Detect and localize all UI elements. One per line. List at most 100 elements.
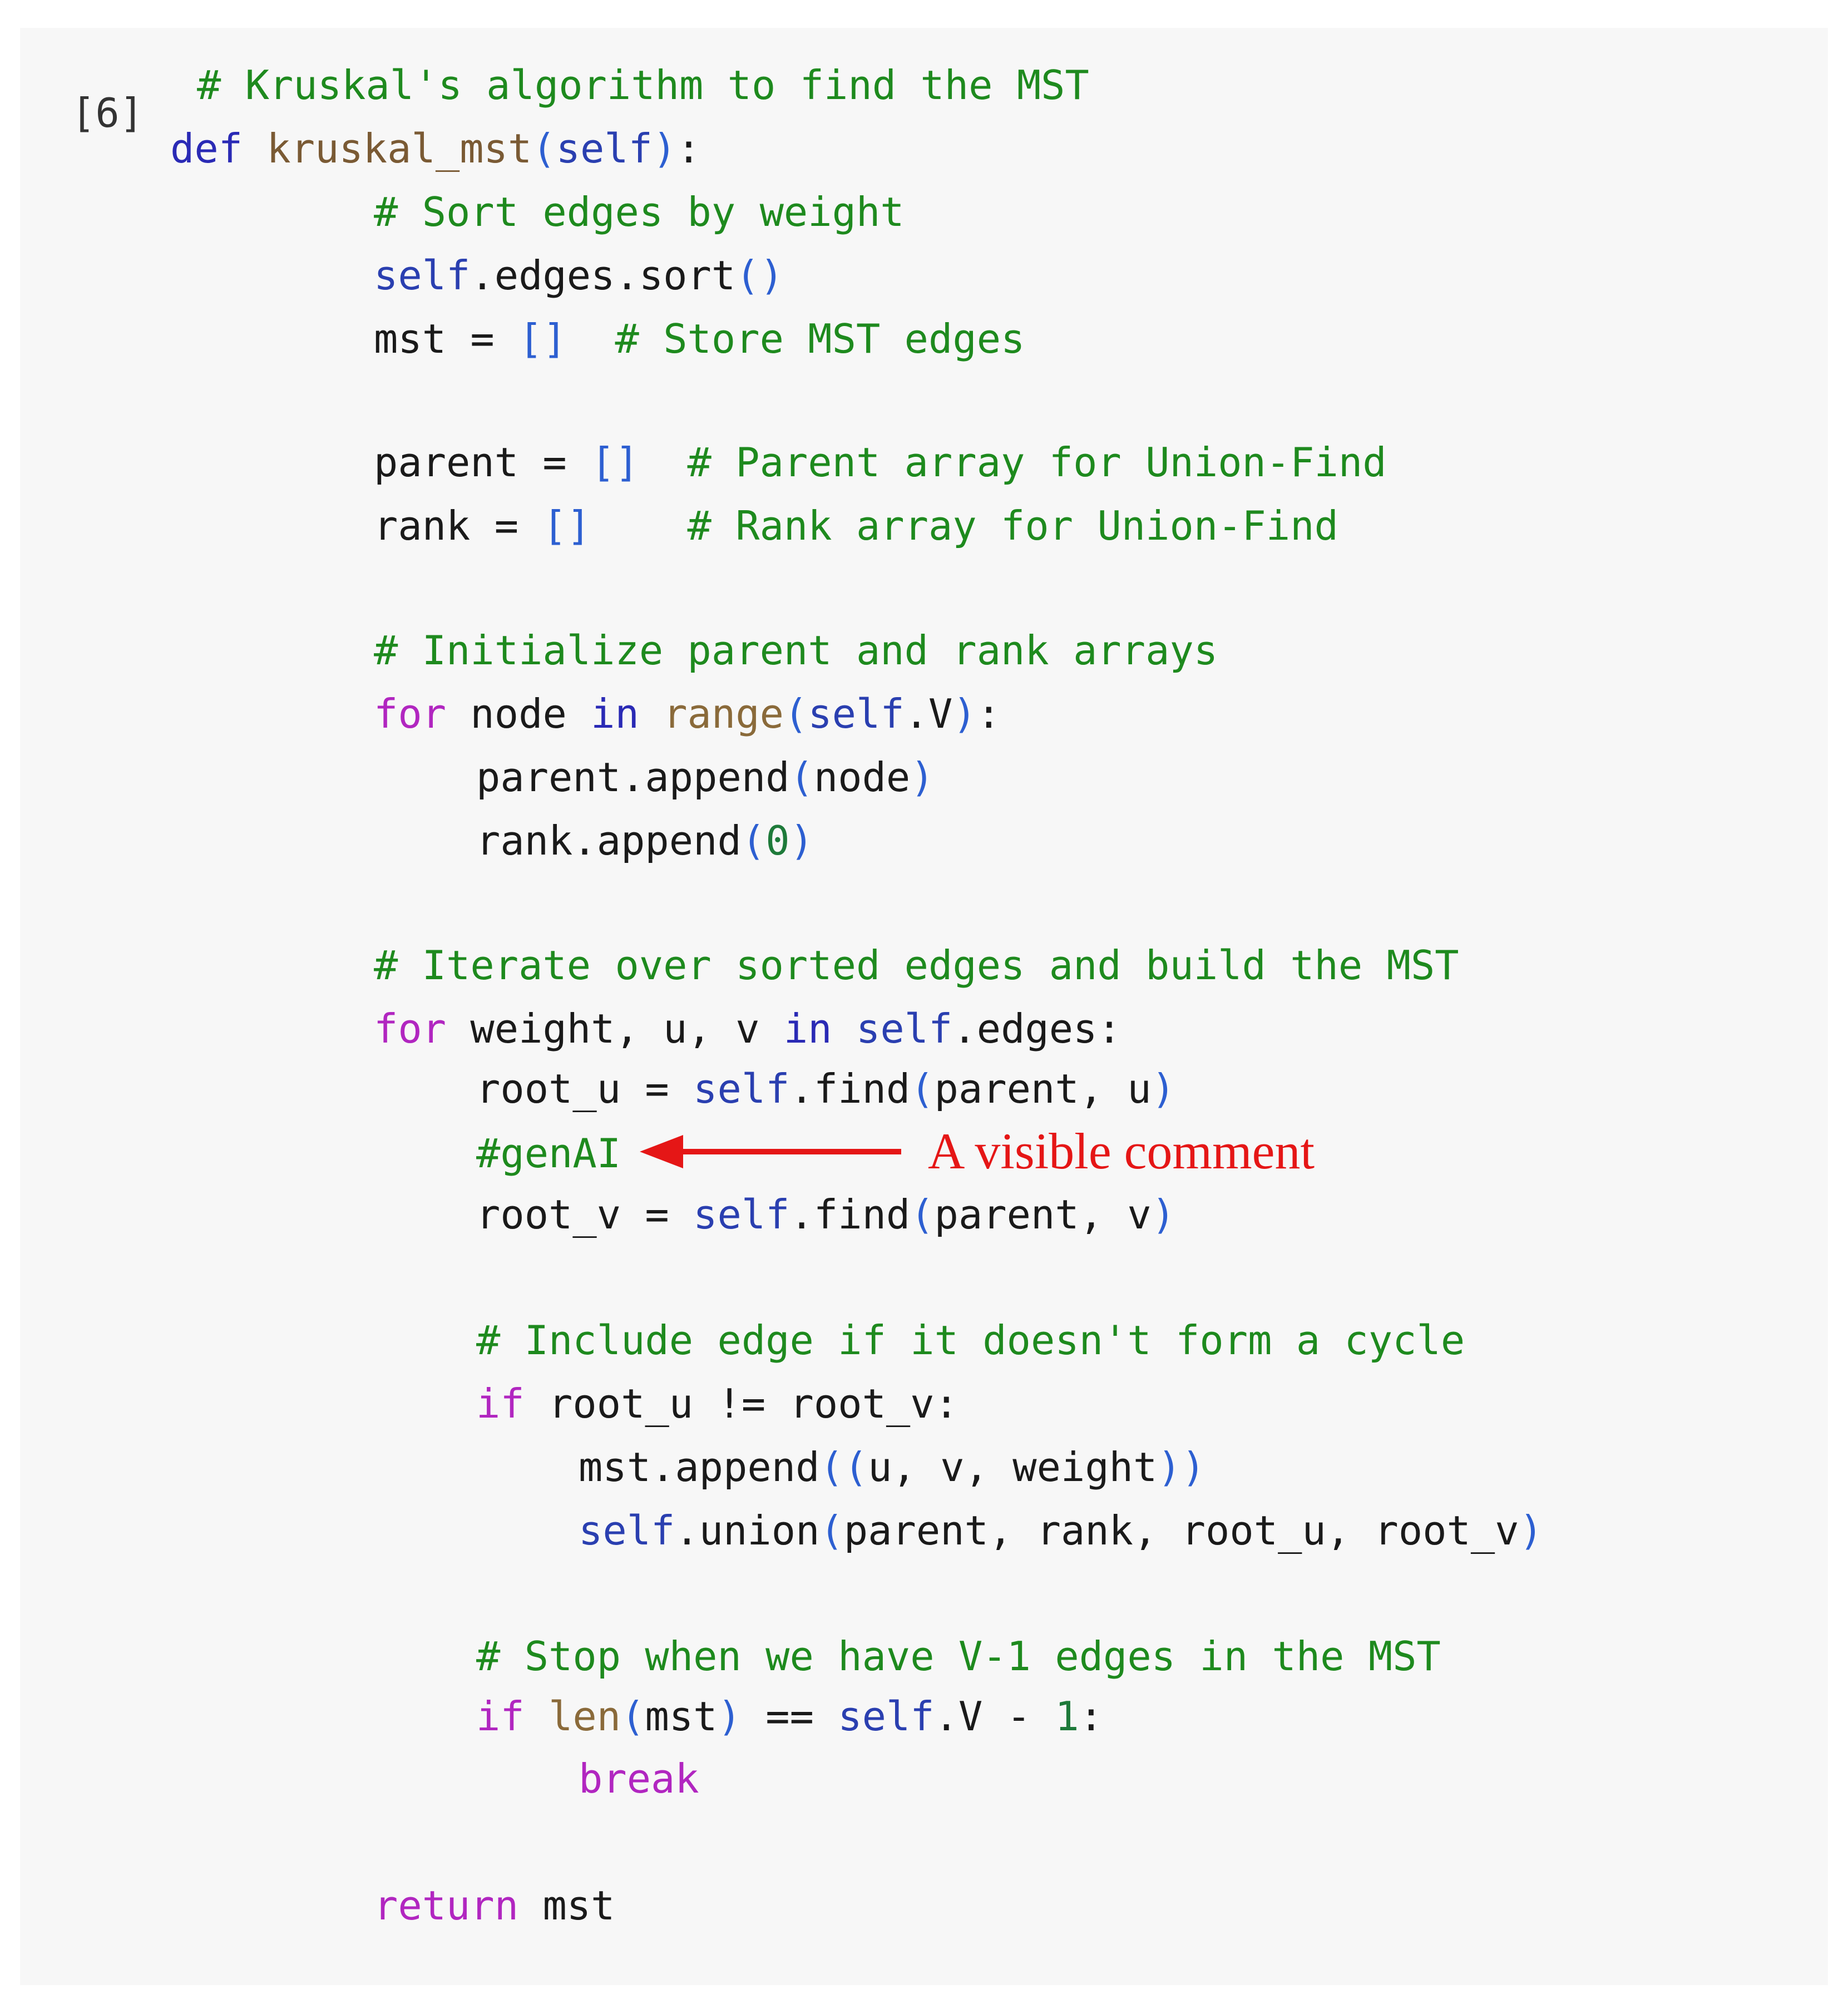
code-token: mst (645, 1693, 718, 1740)
code-token: in (591, 690, 639, 737)
code-token: ) (789, 817, 814, 864)
code-line: # Include edge if it doesn't form a cycl… (476, 1309, 1465, 1372)
code-token: node (446, 690, 591, 737)
code-comment: # Include edge if it doesn't form a cycl… (476, 1317, 1465, 1364)
code-comment: #genAI (476, 1130, 621, 1177)
code-token: ) (1151, 1065, 1176, 1112)
code-token: root_u = (476, 1065, 694, 1112)
code-token: ) (717, 1693, 742, 1740)
code-line: mst = [] # Store MST edges (374, 307, 1025, 371)
code-token: u, v, weight (868, 1444, 1158, 1490)
code-token: ( (783, 690, 808, 737)
code-token: def (170, 125, 243, 172)
code-token: : (676, 125, 701, 172)
code-token: self (838, 1693, 935, 1740)
code-token: parent, rank, root_u, root_v (843, 1507, 1519, 1554)
code-token: () (735, 252, 784, 299)
annotation-arrow-icon (640, 1135, 901, 1168)
code-line: break (579, 1747, 699, 1810)
code-token (567, 315, 615, 362)
code-token: [] (518, 315, 567, 362)
code-line: root_u = self.find(parent, u) (476, 1057, 1175, 1121)
code-token: .edges: (952, 1005, 1121, 1052)
code-cell[interactable]: [6] # Kruskal's algorithm to find the MS… (20, 28, 1828, 1985)
code-line: parent = [] # Parent array for Union-Fin… (374, 431, 1387, 494)
code-line: self.union(parent, rank, root_u, root_v) (579, 1499, 1543, 1562)
annotation-label: A visible comment (928, 1123, 1315, 1179)
code-token: weight, u, v (446, 1005, 784, 1052)
code-line: # Iterate over sorted edges and build th… (374, 934, 1459, 997)
code-comment: # Kruskal's algorithm to find the MST (197, 62, 1089, 108)
code-comment: # Parent array for Union-Find (687, 439, 1387, 486)
code-line: def kruskal_mst(self): (170, 117, 701, 180)
code-token: range (663, 690, 784, 737)
code-token: self (556, 125, 653, 172)
code-token: ) (652, 125, 677, 172)
code-token: .V (904, 690, 953, 737)
code-line: rank.append(0) (476, 809, 814, 872)
code-token: ( (789, 754, 814, 801)
code-token: root_u != root_v: (524, 1380, 958, 1427)
code-token: [] (591, 439, 639, 486)
code-token: break (579, 1755, 699, 1802)
code-comment: # Sort edges by weight (374, 189, 905, 235)
code-token: )) (1157, 1444, 1206, 1490)
code-token (639, 690, 663, 737)
code-token (243, 125, 266, 172)
code-token: ( (621, 1693, 645, 1740)
code-token: rank = (374, 502, 543, 549)
code-token: parent = (374, 439, 591, 486)
code-token: ) (952, 690, 977, 737)
code-token: ( (819, 1507, 844, 1554)
code-token: mst.append (579, 1444, 820, 1490)
code-line: rank = [] # Rank array for Union-Find (374, 494, 1338, 557)
code-token: (( (819, 1444, 868, 1490)
code-token: .edges.sort (470, 252, 736, 299)
code-token: ( (532, 125, 556, 172)
code-token: ) (1519, 1507, 1543, 1554)
code-line: parent.append(node) (476, 746, 935, 809)
code-token: 0 (765, 817, 790, 864)
code-token: parent, u (934, 1065, 1152, 1112)
code-line: for weight, u, v in self.edges: (374, 997, 1121, 1060)
code-token: == (741, 1693, 838, 1740)
code-line: # Initialize parent and rank arrays (374, 619, 1218, 682)
code-token: kruskal_mst (266, 125, 532, 172)
code-token (591, 502, 687, 549)
code-token: : (976, 690, 1001, 737)
code-token: in (783, 1005, 832, 1052)
code-token: ( (741, 817, 766, 864)
code-token: .union (675, 1507, 820, 1554)
code-token: : (1079, 1693, 1104, 1740)
code-token (639, 439, 688, 486)
code-comment: # Store MST edges (615, 315, 1025, 362)
code-token: self (693, 1191, 790, 1238)
code-token: [] (542, 502, 591, 549)
code-comment: # Initialize parent and rank arrays (374, 627, 1218, 674)
code-token (832, 1005, 856, 1052)
code-comment: # Rank array for Union-Find (687, 502, 1338, 549)
code-token: self (856, 1005, 953, 1052)
code-line: #genAI (476, 1122, 621, 1185)
code-comment: # Iterate over sorted edges and build th… (374, 942, 1459, 989)
code-line: self.edges.sort() (374, 244, 784, 307)
code-line: root_v = self.find(parent, v) (476, 1183, 1175, 1246)
code-token: ) (1151, 1191, 1176, 1238)
code-token: if (476, 1380, 525, 1427)
code-token: .V - (934, 1693, 1055, 1740)
code-token: node (813, 754, 911, 801)
code-line: mst.append((u, v, weight)) (579, 1435, 1205, 1499)
code-token: self (693, 1065, 790, 1112)
code-token: parent.append (476, 754, 790, 801)
code-comment: # Stop when we have V-1 edges in the MST (476, 1633, 1441, 1680)
code-token: .find (789, 1191, 911, 1238)
code-token: self (579, 1507, 675, 1554)
code-token (525, 1693, 549, 1740)
code-line: for node in range(self.V): (374, 682, 1001, 746)
code-line: return mst (374, 1874, 615, 1937)
code-token: mst = (374, 315, 519, 362)
code-token: ( (910, 1065, 935, 1112)
code-token: ) (910, 754, 935, 801)
code-token: mst (518, 1882, 615, 1929)
code-token: .find (789, 1065, 911, 1112)
